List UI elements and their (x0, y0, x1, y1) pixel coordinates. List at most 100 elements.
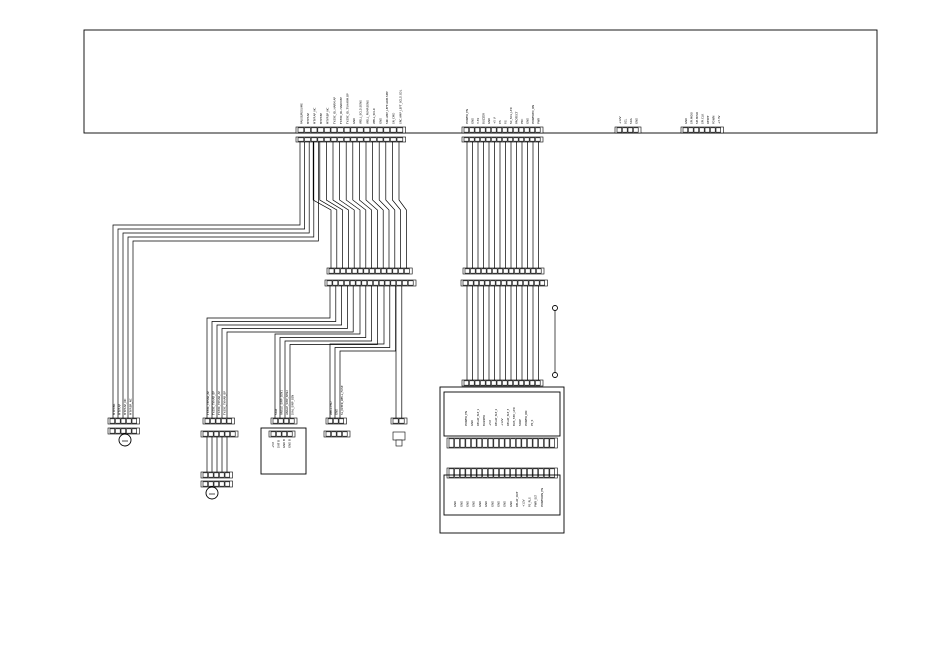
power-board-upper-label: BUZZER (482, 415, 486, 426)
main-harness-plug-pin (370, 137, 377, 142)
power-board-connector-upper-pin (454, 438, 460, 448)
power-board-connector-lower-pin (532, 468, 539, 478)
power-board-connector-upper-pin (493, 438, 499, 448)
power-board-connector-lower-pin (487, 468, 494, 478)
motor-left-wire (122, 142, 310, 418)
power-harness-plug-pin (485, 137, 491, 142)
i2c-connector-pin-label: SCL (623, 118, 627, 124)
power-connector-pin-label: GND (487, 118, 491, 124)
power-connector-pin (491, 127, 497, 133)
main-harness-plug-pin (337, 137, 344, 142)
lid-sensor-pin-label: STAT (274, 408, 278, 415)
mid-left-connector-a-pin (334, 268, 341, 274)
mid-right-connector-b-pin (495, 280, 501, 286)
power-board-upper-label: BUS_STD_LED (512, 407, 516, 426)
main-connector-pin-label: WELL_SCLD.SENS (359, 100, 363, 124)
main-harness-plug-pin (390, 137, 397, 142)
relay-pin-label: SL_INTER_WELL_FUSE (340, 385, 344, 415)
mid-right-connector-a-pin (486, 268, 492, 274)
mid-right-connector-b-pin (517, 280, 523, 286)
lid-sensor-module (260, 427, 307, 475)
power-board-connector-upper-pin (499, 438, 505, 448)
mid-right-connector-a-pin (536, 268, 542, 274)
mid-left-connector-b-pin (367, 280, 373, 286)
mid-left-connector-b-pin (332, 280, 339, 286)
lid-sensor-wire (289, 286, 378, 418)
motor-mid-pin-label: TY.EXC_TYHAR_BP (222, 391, 226, 416)
power-connector-pin-label: +5 V (492, 117, 496, 124)
motor-left-pin-label: MTYP.BR (112, 403, 116, 415)
motor-mid-connector-b-pin (219, 431, 225, 437)
i2c-connector-pin (627, 127, 633, 133)
mid-left-connector-a-pin (357, 268, 364, 274)
main-wire (345, 142, 361, 268)
mid-left-connector-b-pin (349, 280, 356, 286)
power-board-upper-label: POWER_ON (524, 411, 528, 426)
motor-left-connector-b-pin (131, 428, 137, 434)
power-board-input-connector-pin (496, 380, 502, 386)
motor-mid-connector-c-pin (202, 472, 208, 478)
power-board-connector-upper-pin (465, 438, 471, 448)
main-wire (398, 142, 407, 268)
spi-connector-pin-label: +3.3V (717, 115, 721, 124)
main-harness-plug-pin (383, 137, 390, 142)
main-wire (332, 142, 349, 268)
power-board-lower-label: PS_RLS (528, 497, 532, 507)
power-board-lower-label: PWR_SLT (534, 495, 538, 507)
mid-right-connector-b-pin (490, 280, 496, 286)
mid-right-connector-a-pin (508, 268, 514, 274)
spi-connector-pin-label: SPI.CLK (700, 114, 704, 124)
power-board-input-connector-pin (524, 380, 530, 386)
motor-mid-connector-a-pin (204, 418, 210, 424)
main-connector-pin-label: GND (352, 118, 356, 124)
mid-right-connector-a-pin (514, 268, 520, 274)
power-connector-pin-label: GND (525, 118, 529, 124)
relay-connector-b-pin (342, 431, 348, 437)
mid-left-connector-b-pin (402, 280, 408, 286)
spi-connector-pin-label: RESET (706, 115, 710, 124)
main-harness-plug-pin (310, 137, 318, 142)
mid-left-connector-b-pin (326, 280, 333, 286)
relay-connector-b-pin (331, 431, 337, 437)
main-harness-plug-pin (350, 137, 357, 142)
power-board-upper-label: PS_S (530, 419, 534, 426)
power-connector-pin-label: PROTECT (514, 111, 518, 124)
power-board-lower-label: GND (478, 501, 482, 507)
main-harness-plug-pin (357, 137, 364, 142)
mid-left-connector-b-pin (344, 280, 350, 286)
main-wire (378, 142, 390, 268)
power-connector-pin (474, 127, 480, 133)
power-board-input-connector-pin (529, 380, 535, 386)
main-connector-pin-label: WELL_PUMP.SENS (365, 100, 369, 124)
mid-right-connector-a-pin (470, 268, 476, 274)
motor-left-pin-label: MTYP.AP_NC (123, 399, 127, 415)
main-wire (339, 142, 355, 268)
motor-left-connector-a-pin (126, 418, 132, 424)
power-board-connector-lower-pin (482, 468, 488, 478)
mid-left-connector-b-pin (378, 280, 385, 286)
motor-left-wire (117, 142, 305, 418)
relay-connector-b-pin (325, 431, 331, 437)
lid-sensor-inner-label: DAT B (276, 440, 280, 448)
power-board-lower-label: GND (459, 501, 463, 507)
motor-mid-connector-a-pin (226, 418, 232, 424)
motor-mid-wire (211, 286, 337, 418)
motor-mid-connector-a-pin (221, 418, 227, 424)
main-connector-pin (350, 127, 357, 133)
mid-right-connector-b-pin (523, 280, 529, 286)
motor-mid-connector-a-pin (215, 418, 221, 424)
spi-connector-pin-label: SPI.MISO (695, 112, 699, 124)
power-board-connector-lower-pin (448, 468, 455, 478)
motor-mid-connector-c-pin (213, 472, 219, 478)
power-board-connector-upper-pin (538, 438, 544, 448)
lid-sensor-pin-label: ANGLE_SWP_SEN2 (285, 390, 289, 415)
mid-left-connector-a-pin (380, 268, 387, 274)
motor-mid-pin-label: TY.EXC_TYHAR_BP (211, 391, 215, 416)
power-board-upper-label: +5V (488, 420, 492, 426)
plug-connector-pin (392, 418, 399, 424)
power-harness-plug-pin (502, 137, 508, 142)
power-connector-pin-label: P.S (498, 120, 502, 124)
i2c-connector-pin (616, 127, 622, 133)
lid-sensor-wire (284, 286, 372, 418)
